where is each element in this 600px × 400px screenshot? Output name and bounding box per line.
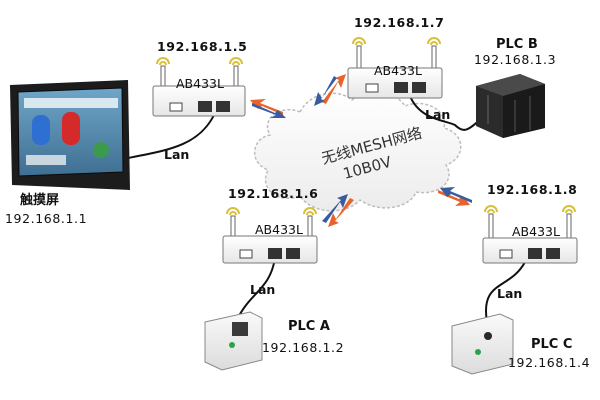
- router-192-168-1-7: 192.168.1.7 AB433L: [347, 15, 444, 99]
- plc-a-name: PLC A: [288, 319, 330, 334]
- router-192-168-1-6: 192.168.1.6 AB433L: [222, 186, 318, 264]
- router-model: AB433L: [512, 224, 560, 239]
- plc-c-ip: 192.168.1.4: [508, 355, 590, 370]
- wifi-antenna-icon: [303, 207, 317, 237]
- lan-label: Lan: [497, 286, 522, 301]
- wifi-antenna-icon: [562, 205, 576, 239]
- router-ip: 192.168.1.5: [157, 39, 247, 54]
- router-model: AB433L: [255, 222, 303, 237]
- plc-b-name: PLC B: [496, 37, 538, 52]
- wifi-antenna-icon: [484, 205, 498, 239]
- router-192-168-1-5: 192.168.1.5 AB433L: [152, 39, 247, 117]
- touchscreen-name: 触摸屏: [19, 192, 59, 208]
- router-ip: 192.168.1.7: [354, 15, 444, 30]
- arrows-top-right: [314, 74, 346, 106]
- plc-c-device: PLC C 192.168.1.4: [451, 313, 590, 375]
- lan-cables: [127, 95, 526, 323]
- lan-label: Lan: [250, 282, 275, 297]
- router-model: AB433L: [374, 63, 422, 78]
- wifi-antenna-icon: [156, 57, 170, 87]
- plc-c-name: PLC C: [531, 337, 572, 352]
- plc-b-device: PLC B 192.168.1.3: [474, 37, 556, 138]
- router-ip: 192.168.1.8: [487, 182, 577, 197]
- touchscreen-ip: 192.168.1.1: [5, 211, 87, 226]
- router-ip: 192.168.1.6: [228, 186, 318, 201]
- lan-label: Lan: [425, 107, 450, 122]
- router-192-168-1-8: 192.168.1.8 AB433L: [482, 182, 578, 264]
- wifi-antenna-icon: [352, 37, 366, 69]
- touchscreen-device: 触摸屏 192.168.1.1: [5, 80, 130, 226]
- arrows-top-left: [250, 99, 286, 118]
- plc-a-ip: 192.168.1.2: [262, 340, 344, 355]
- lan-label: Lan: [164, 147, 189, 162]
- router-model: AB433L: [176, 76, 224, 91]
- wifi-antenna-icon: [427, 37, 441, 69]
- wifi-antenna-icon: [226, 207, 240, 237]
- wireless-mesh-cloud: 无线MESH网络 10B0V: [253, 91, 462, 212]
- plc-a-device: PLC A 192.168.1.2: [204, 311, 344, 371]
- plc-b-ip: 192.168.1.3: [474, 52, 556, 67]
- wifi-antenna-icon: [229, 57, 243, 87]
- arrows-bottom-left: [322, 194, 354, 227]
- arrows-bottom-right: [438, 187, 472, 206]
